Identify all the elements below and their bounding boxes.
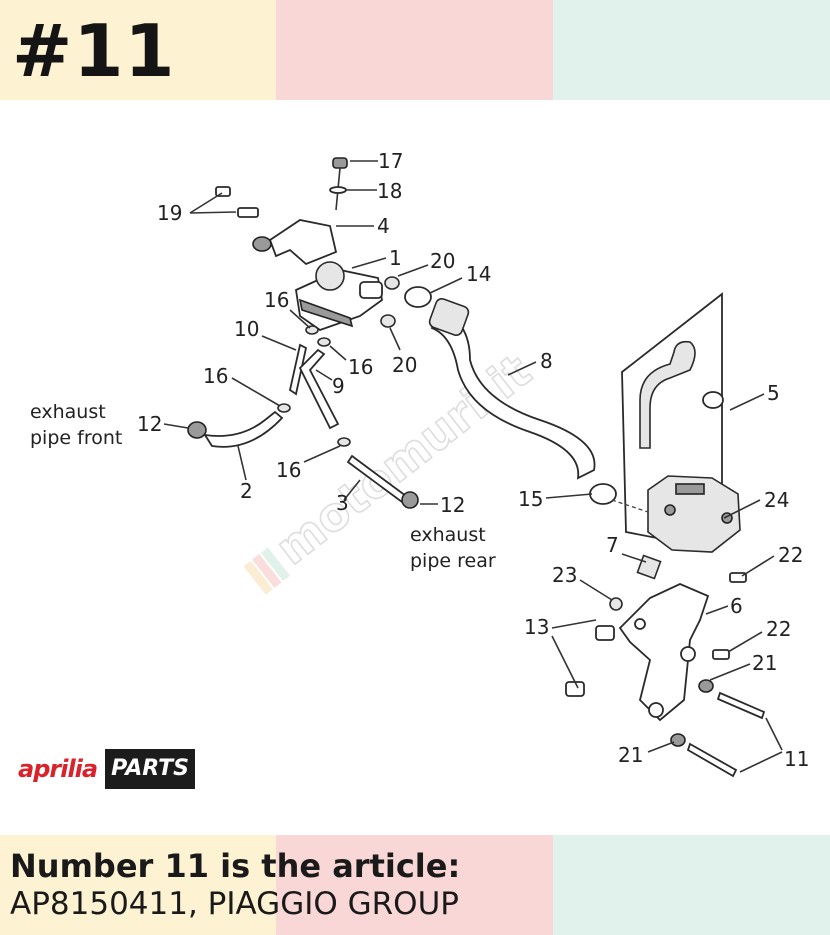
page-title: #11	[12, 9, 176, 93]
part-2-hose	[203, 410, 284, 448]
label-24: 24	[764, 488, 789, 512]
label-20-top: 20	[430, 249, 455, 273]
label-exhaust-front-line1: exhaust	[30, 401, 106, 423]
caption-article-number: AP8150411, PIAGGIO GROUP	[10, 886, 459, 922]
label-22-bottom: 22	[766, 617, 791, 641]
label-13: 13	[524, 615, 549, 639]
aprilia-parts-logo: aprilia PARTS	[14, 749, 196, 789]
label-16-top: 16	[264, 288, 289, 312]
label-10: 10	[234, 317, 259, 341]
part-6-bracket	[618, 583, 710, 722]
part-16-clamp-b	[317, 337, 331, 347]
label-12-rear: 12	[440, 493, 465, 517]
label-7: 7	[606, 533, 619, 557]
part-16-clamp-d	[337, 437, 351, 447]
label-21-left: 21	[618, 743, 643, 767]
label-3: 3	[336, 491, 349, 515]
part-8-hose	[430, 308, 596, 480]
label-exhaust-front-line2: pipe front	[30, 427, 122, 449]
label-9: 9	[332, 374, 345, 398]
article-caption: Number 11 is the article: AP8150411, PIA…	[10, 847, 460, 923]
part-17-cap	[332, 157, 348, 169]
bottom-color-band	[0, 835, 830, 935]
label-21-right: 21	[752, 651, 777, 675]
label-15: 15	[518, 487, 543, 511]
label-18: 18	[377, 179, 402, 203]
label-22-top: 22	[778, 543, 803, 567]
label-exhaust-rear-line1: exhaust	[410, 524, 486, 546]
part-12-nut-front	[187, 421, 207, 439]
part-21-washer-a	[698, 679, 714, 693]
caption-heading: Number 11 is the article:	[10, 847, 461, 885]
dash-line-15-24	[611, 499, 649, 513]
part-15-clamp	[589, 483, 617, 505]
label-16-mid: 16	[348, 355, 373, 379]
part-7-clip	[636, 554, 662, 580]
label-23: 23	[552, 563, 577, 587]
part-18-ring	[329, 186, 347, 194]
logo-badge: PARTS	[105, 749, 196, 789]
label-8: 8	[540, 349, 553, 373]
part-1-valve	[295, 261, 383, 332]
part-4-bracket	[268, 219, 338, 266]
parts-diagram: motomuri.it	[0, 100, 830, 835]
label-19: 19	[157, 201, 182, 225]
label-6: 6	[730, 594, 743, 618]
part-9-hose	[298, 348, 340, 430]
part-22-bolt-b	[712, 649, 730, 660]
part-11-bolt-b	[686, 742, 738, 778]
part-23-nut	[609, 597, 623, 611]
label-17: 17	[378, 149, 403, 173]
label-16-left: 16	[203, 364, 228, 388]
part-20-nut-b	[380, 314, 396, 328]
label-20-bottom: 20	[392, 353, 417, 377]
part-20-nut-a	[384, 276, 400, 290]
top-color-band	[0, 0, 830, 100]
label-4: 4	[377, 214, 390, 238]
label-5: 5	[767, 381, 780, 405]
part-4-nut	[252, 236, 272, 252]
part-16-clamp-c	[277, 403, 291, 413]
part-19-bolt-b	[237, 207, 259, 218]
label-exhaust-rear-line2: pipe rear	[410, 550, 496, 572]
part-14-clamp	[404, 286, 432, 308]
label-12-front: 12	[137, 412, 162, 436]
part-21-washer-b	[670, 733, 686, 747]
label-2: 2	[240, 479, 253, 503]
logo-brand: aprilia	[14, 749, 102, 789]
part-24-valve	[647, 475, 741, 553]
part-12-nut-rear	[401, 491, 419, 509]
leader-lines	[163, 160, 783, 773]
part-13-bushing-a	[595, 625, 615, 641]
label-1: 1	[389, 246, 402, 270]
part-16-clamp-a	[305, 325, 319, 335]
part-14-joint	[428, 297, 470, 337]
part-10-hose	[288, 343, 308, 396]
label-16-bottom: 16	[276, 458, 301, 482]
label-14: 14	[466, 262, 491, 286]
part-11-bolt-a	[716, 691, 766, 720]
part-13-bushing-b	[565, 681, 585, 697]
label-11: 11	[784, 747, 809, 771]
